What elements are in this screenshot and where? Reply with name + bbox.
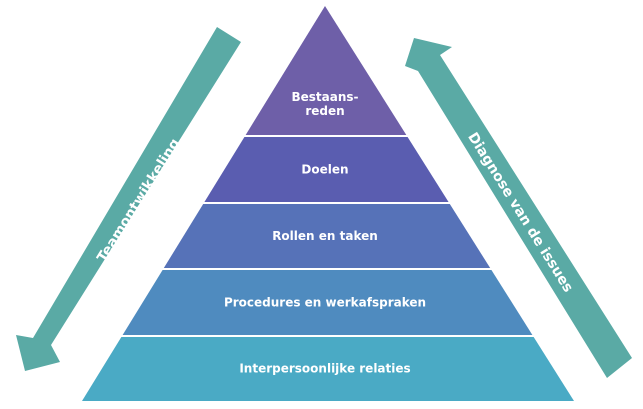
- teamontwikkeling-arrow: [16, 27, 241, 371]
- pyramid-layer-label: reden: [305, 104, 344, 118]
- pyramid-layer-5: [82, 336, 574, 401]
- pyramid-layer-4: [121, 269, 534, 336]
- pyramid-layer-1: [245, 6, 407, 136]
- pyramid-layer-label: Rollen en taken: [272, 229, 378, 243]
- teamontwikkeling-label: Teamontwikkeling: [94, 136, 183, 265]
- pyramid-layer-3: [163, 203, 491, 269]
- pyramid-layer-label: Doelen: [301, 163, 348, 177]
- pyramid-layer-2: [203, 136, 450, 203]
- pyramid-layer-label: Procedures en werkafspraken: [224, 296, 426, 310]
- pyramid-layer-label: Bestaans-: [291, 90, 358, 104]
- pyramid-layer-label: Interpersoonlijke relaties: [239, 362, 410, 376]
- diagnose-arrow: [405, 38, 632, 378]
